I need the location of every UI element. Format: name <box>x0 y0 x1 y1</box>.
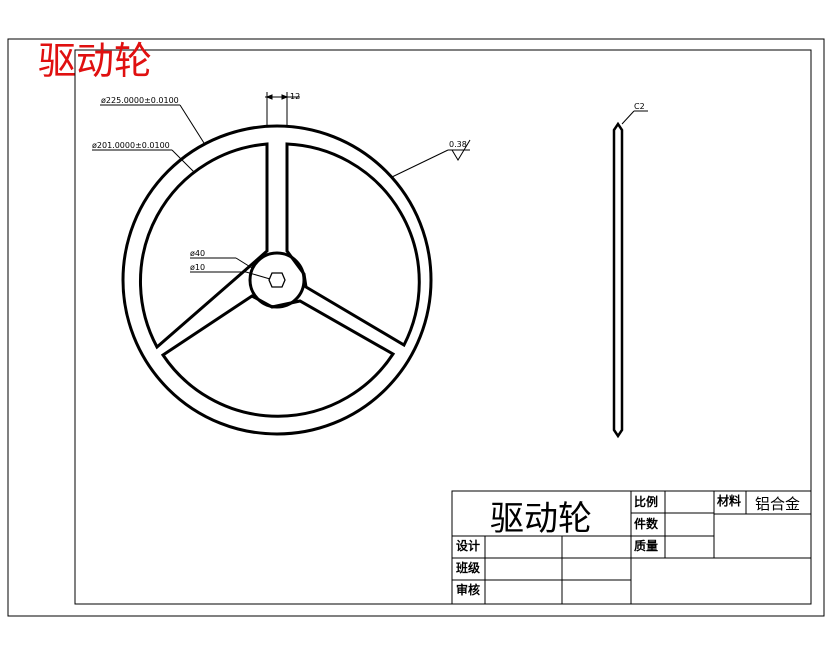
scale-label: 比例 <box>634 494 658 509</box>
wheel-window-left <box>138 142 269 350</box>
inner-frame <box>74 49 812 605</box>
material-value: 铝合金 <box>755 495 800 513</box>
wheel-front-view <box>121 124 433 436</box>
wheel-window-right <box>285 142 421 348</box>
designer-label: 设计 <box>456 538 480 553</box>
surface-roughness: 0.38 <box>449 140 467 149</box>
material-label: 材料 <box>716 493 741 508</box>
weight-label: 质量 <box>634 538 658 553</box>
dim-inner-diameter: ø201.0000±0.0100 <box>92 141 170 150</box>
title-block <box>451 490 812 605</box>
wheel-outer-rim <box>121 124 433 436</box>
reviewer-label: 审核 <box>456 582 480 597</box>
dim-bore-diameter: ø10 <box>190 263 205 272</box>
dim-hub-diameter: ø40 <box>190 249 205 258</box>
wheel-side-view <box>612 121 624 439</box>
dim-outer-diameter: ø225.0000±0.0100 <box>101 96 179 105</box>
class-label: 班级 <box>456 560 480 575</box>
wheel-bore <box>268 272 286 288</box>
dimension-leaders <box>92 92 648 280</box>
drawing-title: 驱动轮 <box>38 39 152 83</box>
wheel-window-bottom <box>160 294 396 418</box>
quantity-label: 件数 <box>634 516 659 531</box>
dim-chamfer: C2 <box>634 102 645 111</box>
title-block-part-name: 驱动轮 <box>490 499 592 539</box>
dim-spoke-width: 12 <box>290 92 300 101</box>
outer-frame <box>7 38 825 617</box>
